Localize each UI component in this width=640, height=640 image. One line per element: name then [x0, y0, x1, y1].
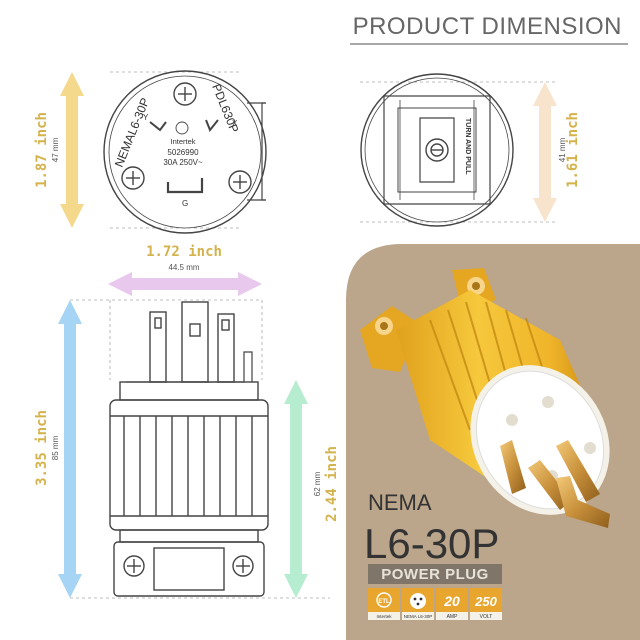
- back-height-inch: 1.61 inch: [565, 112, 581, 188]
- side-screw-2: [232, 555, 254, 577]
- plug-side-drawing: [70, 299, 330, 599]
- body-length-mm: 62 mm: [313, 471, 322, 496]
- side-screw-1: [123, 555, 145, 577]
- badge-nema-text: NEMA L6-30P: [404, 614, 433, 619]
- arrow-width: [108, 272, 262, 296]
- svg-text:ETL: ETL: [378, 599, 390, 605]
- face-pin-y: Y: [143, 113, 149, 122]
- face-height-mm: 47 mm: [51, 137, 60, 162]
- back-label-text: TURN AND PULL: [464, 118, 471, 175]
- face-pin-x: X: [232, 119, 238, 128]
- total-length-inch: 3.35 inch: [34, 410, 50, 486]
- badge-volt: 250 VOLT: [470, 588, 502, 620]
- face-screw-1: [173, 82, 197, 106]
- width-inch: 1.72 inch: [146, 244, 222, 260]
- plug-back-drawing: [360, 73, 558, 227]
- face-pin-g: G: [182, 199, 188, 208]
- badge-amp: 20 AMP: [436, 588, 468, 620]
- total-length-mm: 85 mm: [51, 435, 60, 460]
- arrow-total-length: [58, 300, 82, 598]
- power-plug-banner: [368, 564, 502, 584]
- badge-nema: NEMA L6-30P: [402, 588, 434, 620]
- back-height-mm: 41 mm: [558, 137, 567, 162]
- badge-volt-value: 250: [474, 594, 497, 609]
- badge-cert: ETL Intertek: [368, 588, 400, 620]
- page-title: PRODUCT DIMENSION: [353, 13, 622, 40]
- badge-amp-unit: AMP: [447, 614, 459, 620]
- product-type: POWER PLUG: [381, 566, 489, 583]
- arrow-body-length: [284, 380, 308, 598]
- product-standard: NEMA: [368, 490, 432, 515]
- face-screw-2: [121, 166, 145, 190]
- plug-photo: [360, 268, 610, 528]
- face-height-inch: 1.87 inch: [34, 112, 50, 188]
- badge-amp-value: 20: [443, 593, 460, 609]
- product-model: L6-30P: [364, 520, 499, 567]
- badge-cert-text: Intertek: [376, 614, 392, 619]
- width-mm: 44.5 mm: [168, 263, 199, 272]
- body-length-inch: 2.44 inch: [324, 446, 340, 522]
- plug-face-drawing: [103, 70, 267, 234]
- face-cert-text: 5026990: [167, 148, 199, 157]
- arrow-face-height: [60, 72, 84, 228]
- face-brand-text: Intertek: [170, 137, 195, 146]
- badge-volt-unit: VOLT: [480, 614, 493, 620]
- face-rating-text: 30A 250V~: [163, 158, 203, 167]
- arrow-back-height: [533, 82, 557, 222]
- face-screw-3: [228, 170, 252, 194]
